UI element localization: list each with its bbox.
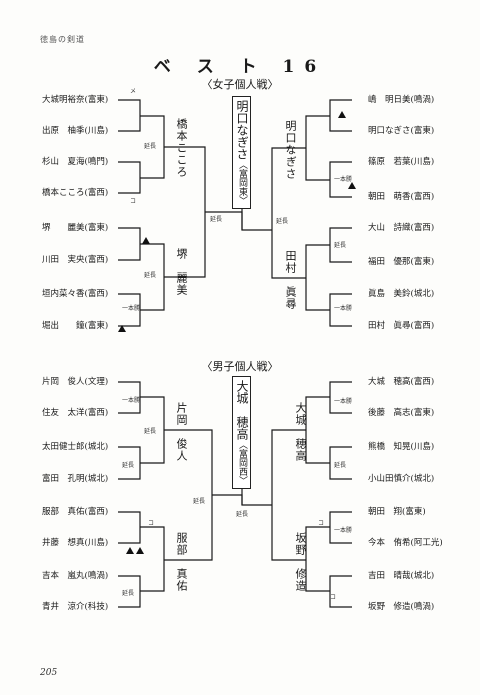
men-left-player-1: 片岡 俊人(文理) xyxy=(42,377,109,387)
note-kote: コ xyxy=(130,198,137,205)
men-right-player-1: 大城 穂高(富西) xyxy=(368,377,435,387)
triangle-marker xyxy=(142,237,150,244)
women-heading: 〈女子個人戦〉 xyxy=(201,78,279,91)
note-ippon: 一本勝 xyxy=(334,305,353,312)
men-right-player-8: 坂野 修造(鳴渦) xyxy=(368,602,435,612)
men-champion-box: 大城 穂高〈富岡西〉 xyxy=(232,376,251,489)
note-extension: 延長 xyxy=(236,511,249,518)
men-left-player-8: 青井 涼介(科技) xyxy=(42,602,109,612)
men-left-player-5: 服部 真佑(富西) xyxy=(42,507,109,517)
men-heading: 〈男子個人戦〉 xyxy=(201,360,279,373)
women-champion-name: 明口なぎさ xyxy=(235,100,249,160)
page-number: 205 xyxy=(40,668,58,678)
men-right-player-6: 今本 侑希(阿工光) xyxy=(368,538,443,548)
men-left-player-4: 富田 孔明(城北) xyxy=(42,474,109,484)
women-right-player-1: 嶋 明日美(鳴渦) xyxy=(368,95,435,105)
women-left-player-4: 橋本こころ(富西) xyxy=(42,188,109,198)
women-left-player-6: 川田 実央(富西) xyxy=(42,255,109,265)
women-left-player-1: 大城明裕奈(富東) xyxy=(42,95,109,105)
women-right-semifinalist-1: 明口なぎさ xyxy=(284,120,297,180)
note-ippon: 一本勝 xyxy=(122,397,141,404)
women-champion-box: 明口なぎさ〈富岡東〉 xyxy=(232,96,251,209)
women-left-player-2: 出原 柚季(川島) xyxy=(42,126,109,136)
men-right-player-2: 後藤 高志(富東) xyxy=(368,408,435,418)
note-extension: 延長 xyxy=(210,216,223,223)
men-right-player-5: 朝田 翔(富東) xyxy=(368,507,426,517)
women-right-player-4: 朝田 萌香(富西) xyxy=(368,192,435,202)
note-ippon: 一本勝 xyxy=(122,305,141,312)
men-right-semifinalist-1: 大城 穂高 xyxy=(294,402,307,462)
note-extension: 延長 xyxy=(144,272,157,279)
page-header: 徳島の剣道 xyxy=(40,35,85,44)
note-extension: 延長 xyxy=(122,462,135,469)
men-left-player-6: 井藤 想真(川島) xyxy=(42,538,109,548)
men-champion-school: 〈富岡西〉 xyxy=(237,440,247,485)
women-left-player-8: 堀出 鐘(富東) xyxy=(42,321,109,331)
note-extension: 延長 xyxy=(122,590,135,597)
triangle-marker xyxy=(136,547,144,554)
note-ippon: 一本勝 xyxy=(334,398,353,405)
men-champion-name: 大城 穂高 xyxy=(235,380,249,440)
triangle-marker xyxy=(126,547,134,554)
note-extension: 延長 xyxy=(144,428,157,435)
men-right-player-3: 熊橋 知晃(川島) xyxy=(368,442,435,452)
note-extension: 延長 xyxy=(334,242,347,249)
note-ippon: 一本勝 xyxy=(334,527,353,534)
women-left-semifinalist-1: 橋本こころ xyxy=(175,118,188,178)
men-right-semifinalist-2: 坂野 修造 xyxy=(294,532,307,592)
page-title: ベ ス ト 16 xyxy=(153,57,327,77)
men-left-player-2: 住友 太洋(富西) xyxy=(42,408,109,418)
women-right-semifinalist-2: 田村 眞尋 xyxy=(284,250,297,310)
note-extension: 延長 xyxy=(276,218,289,225)
women-left-player-7: 垣内菜々香(富西) xyxy=(42,289,109,299)
women-right-player-2: 明口なぎさ(富東) xyxy=(368,126,435,136)
men-right-player-4: 小山田慎介(城北) xyxy=(368,474,435,484)
women-left-semifinalist-2: 堺 麗美 xyxy=(175,248,188,296)
men-right-player-7: 吉田 晴哉(城北) xyxy=(368,571,435,581)
women-right-player-6: 福田 優那(富東) xyxy=(368,257,435,267)
note-extension: 延長 xyxy=(193,498,206,505)
women-left-player-3: 杉山 夏海(鳴門) xyxy=(42,157,109,167)
note-kote: コ xyxy=(330,594,337,601)
note-extension: 延長 xyxy=(144,143,157,150)
triangle-marker xyxy=(338,111,346,118)
note-men: メ xyxy=(130,88,137,95)
women-right-player-8: 田村 眞尋(富西) xyxy=(368,321,435,331)
note-kote: コ xyxy=(318,520,325,527)
men-left-semifinalist-1: 片岡 俊人 xyxy=(175,402,188,462)
men-left-semifinalist-2: 服部 真佑 xyxy=(175,532,188,592)
women-champion-school: 〈富岡東〉 xyxy=(237,160,247,205)
women-left-player-5: 堺 麗美(富東) xyxy=(42,223,109,233)
women-right-player-3: 篠原 若葉(川島) xyxy=(368,157,435,167)
triangle-marker xyxy=(348,182,356,189)
women-right-player-5: 大山 詩織(富西) xyxy=(368,223,435,233)
note-ippon: 一本勝 xyxy=(334,176,353,183)
note-kote: コ xyxy=(148,520,155,527)
men-left-player-7: 吉本 嵐丸(鳴渦) xyxy=(42,571,109,581)
women-right-player-7: 眞島 美鈴(城北) xyxy=(368,289,435,299)
triangle-marker xyxy=(118,325,126,332)
men-left-player-3: 太田健士郎(城北) xyxy=(42,442,109,452)
note-extension: 延長 xyxy=(334,462,347,469)
